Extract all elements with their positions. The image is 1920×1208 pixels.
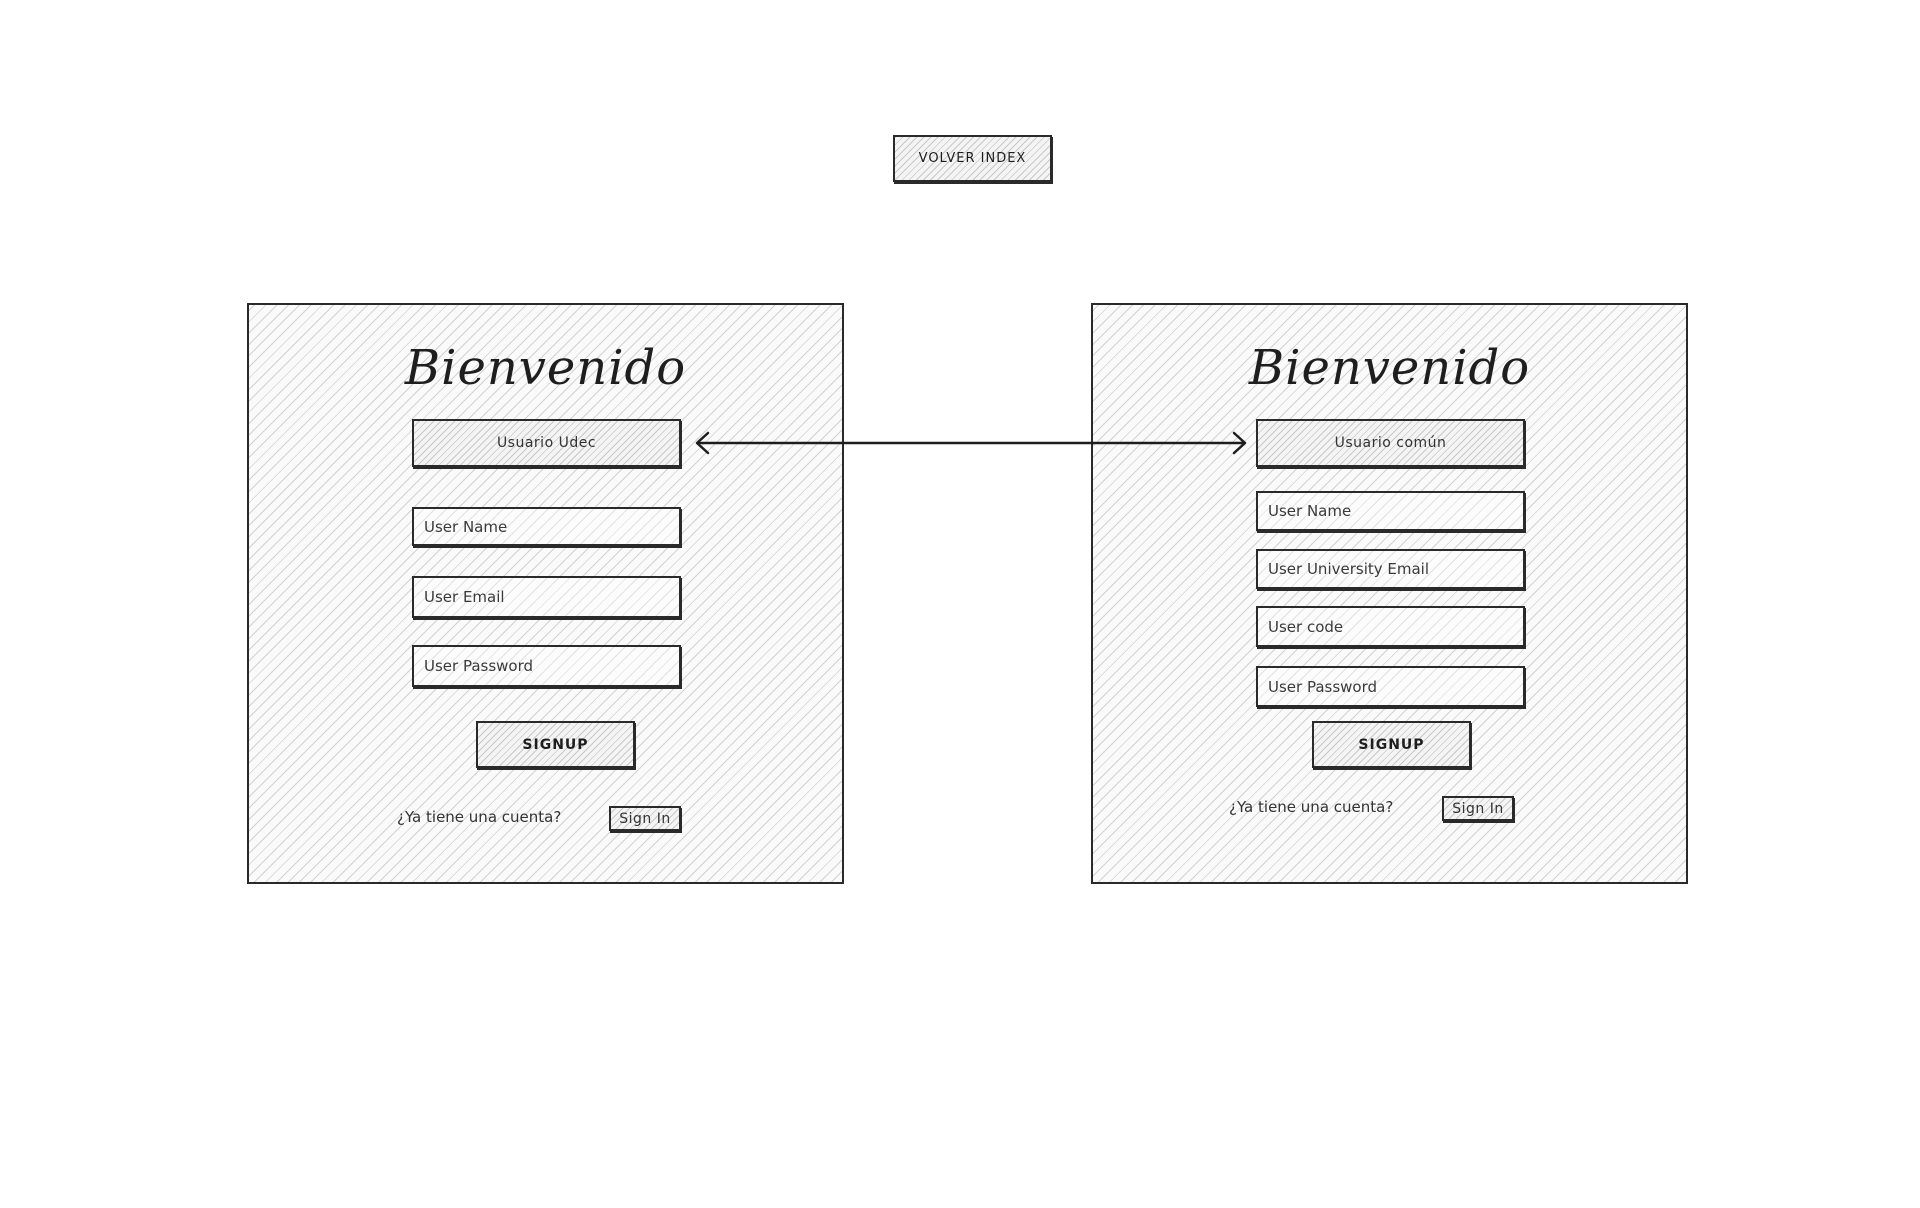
- volver-index-button[interactable]: VOLVER INDEX: [893, 135, 1052, 182]
- user-name-field[interactable]: [412, 507, 681, 546]
- user-university-email-field[interactable]: [1256, 549, 1525, 589]
- have-account-text: ¿Ya tiene una cuenta?: [1229, 798, 1394, 816]
- user-password-field[interactable]: [1256, 666, 1525, 707]
- signup-panel-comun: Bienvenido Usuario común SIGNUP ¿Ya tien…: [1091, 303, 1688, 884]
- user-password-field[interactable]: [412, 645, 681, 687]
- page-title: Bienvenido: [404, 340, 687, 396]
- usuario-udec-button[interactable]: Usuario Udec: [412, 419, 681, 467]
- page-title: Bienvenido: [1248, 340, 1531, 396]
- user-name-field[interactable]: [1256, 491, 1525, 531]
- signup-button[interactable]: SIGNUP: [1312, 721, 1471, 768]
- sign-in-button[interactable]: Sign In: [1442, 796, 1514, 821]
- sign-in-button[interactable]: Sign In: [609, 806, 681, 831]
- have-account-text: ¿Ya tiene una cuenta?: [397, 808, 562, 826]
- user-code-field[interactable]: [1256, 606, 1525, 647]
- user-email-field[interactable]: [412, 576, 681, 618]
- signup-panel-udec: Bienvenido Usuario Udec SIGNUP ¿Ya tiene…: [247, 303, 844, 884]
- signup-button[interactable]: SIGNUP: [476, 721, 635, 768]
- usuario-comun-button[interactable]: Usuario común: [1256, 419, 1525, 467]
